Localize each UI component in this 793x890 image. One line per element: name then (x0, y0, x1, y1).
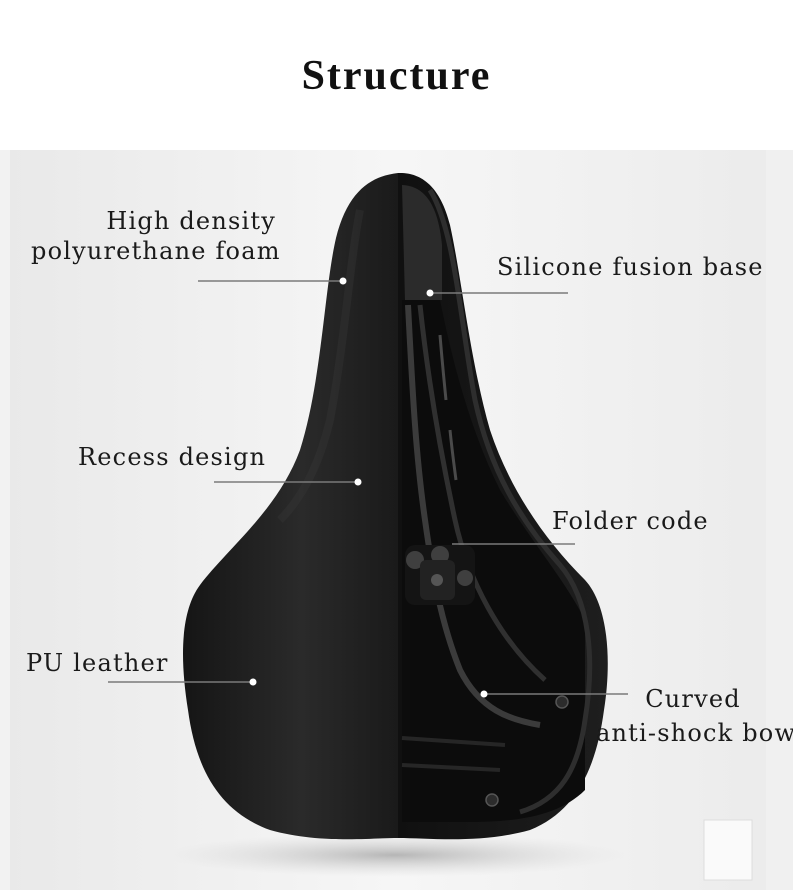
marker-dots (249, 277, 488, 698)
callout-recess-design: Recess design (78, 443, 267, 471)
callout-foam-line1: High density (106, 207, 276, 235)
saddle-shadow (165, 833, 625, 877)
callout-pu-leather: PU leather (26, 649, 169, 677)
callout-bow-line2: anti-shock bow (596, 719, 793, 747)
callout-folder-code: Folder code (552, 507, 709, 535)
leader-lines (108, 280, 628, 695)
callout-foam-line2: polyurethane foam (31, 237, 281, 265)
page-title: Structure (301, 53, 492, 99)
callout-silicone-base: Silicone fusion base (497, 253, 764, 281)
silicone-base-section (402, 185, 442, 300)
callout-bow-line1: Curved (645, 685, 741, 713)
saddle-left-half (183, 173, 398, 840)
folder-clamp (405, 545, 475, 605)
saddle-structure-photo (0, 150, 793, 890)
